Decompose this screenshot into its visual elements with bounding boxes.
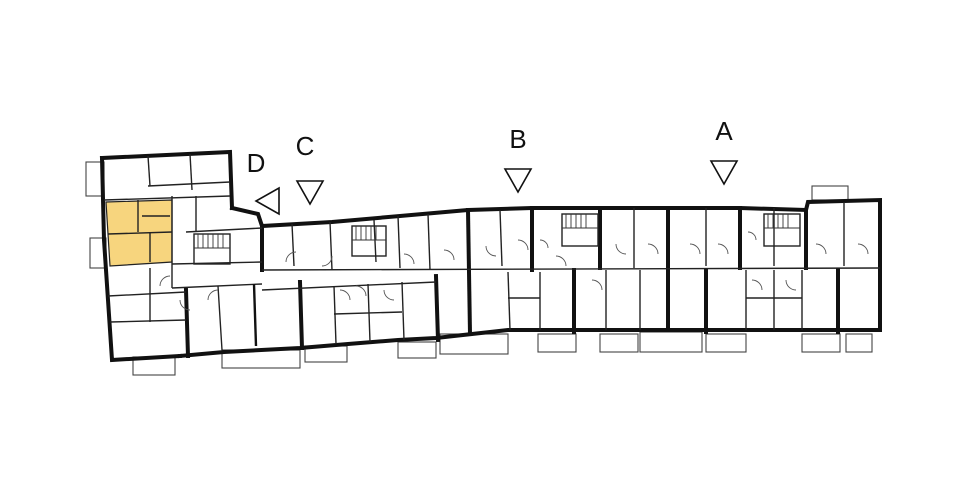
stairwell-a (763, 213, 801, 247)
interior-walls (103, 153, 881, 351)
entrance-b[interactable]: B (503, 124, 533, 194)
entrance-b-label: B (509, 124, 526, 154)
entrance-d-label: D (247, 148, 266, 178)
highlighted-apartment[interactable] (105, 199, 173, 267)
doors (159, 231, 869, 311)
stairwell-d (193, 233, 231, 265)
entrance-d[interactable]: D (247, 148, 280, 216)
stairwell-b (561, 213, 599, 247)
entrance-b-marker-icon (503, 168, 533, 194)
balcony-south-4 (397, 341, 437, 359)
balcony-south-11 (845, 333, 873, 353)
entrance-c-label: C (296, 131, 315, 161)
balcony-south-10 (801, 333, 841, 353)
stairwell-c (351, 225, 387, 257)
balcony-south-7 (599, 333, 639, 353)
entrance-a[interactable]: A (709, 116, 739, 186)
entrance-c-marker-icon (295, 180, 325, 206)
balconies (85, 161, 873, 376)
entrance-a-label: A (715, 116, 733, 146)
balcony-south-6 (537, 333, 577, 353)
entrance-a-marker-icon (709, 160, 739, 186)
entrance-c[interactable]: C (295, 131, 325, 206)
outer-walls (99, 149, 882, 363)
balcony-south-9 (705, 333, 747, 353)
balcony-north-east (811, 185, 849, 201)
entrance-d-marker-icon (254, 186, 280, 216)
balcony-south-8 (639, 331, 703, 353)
